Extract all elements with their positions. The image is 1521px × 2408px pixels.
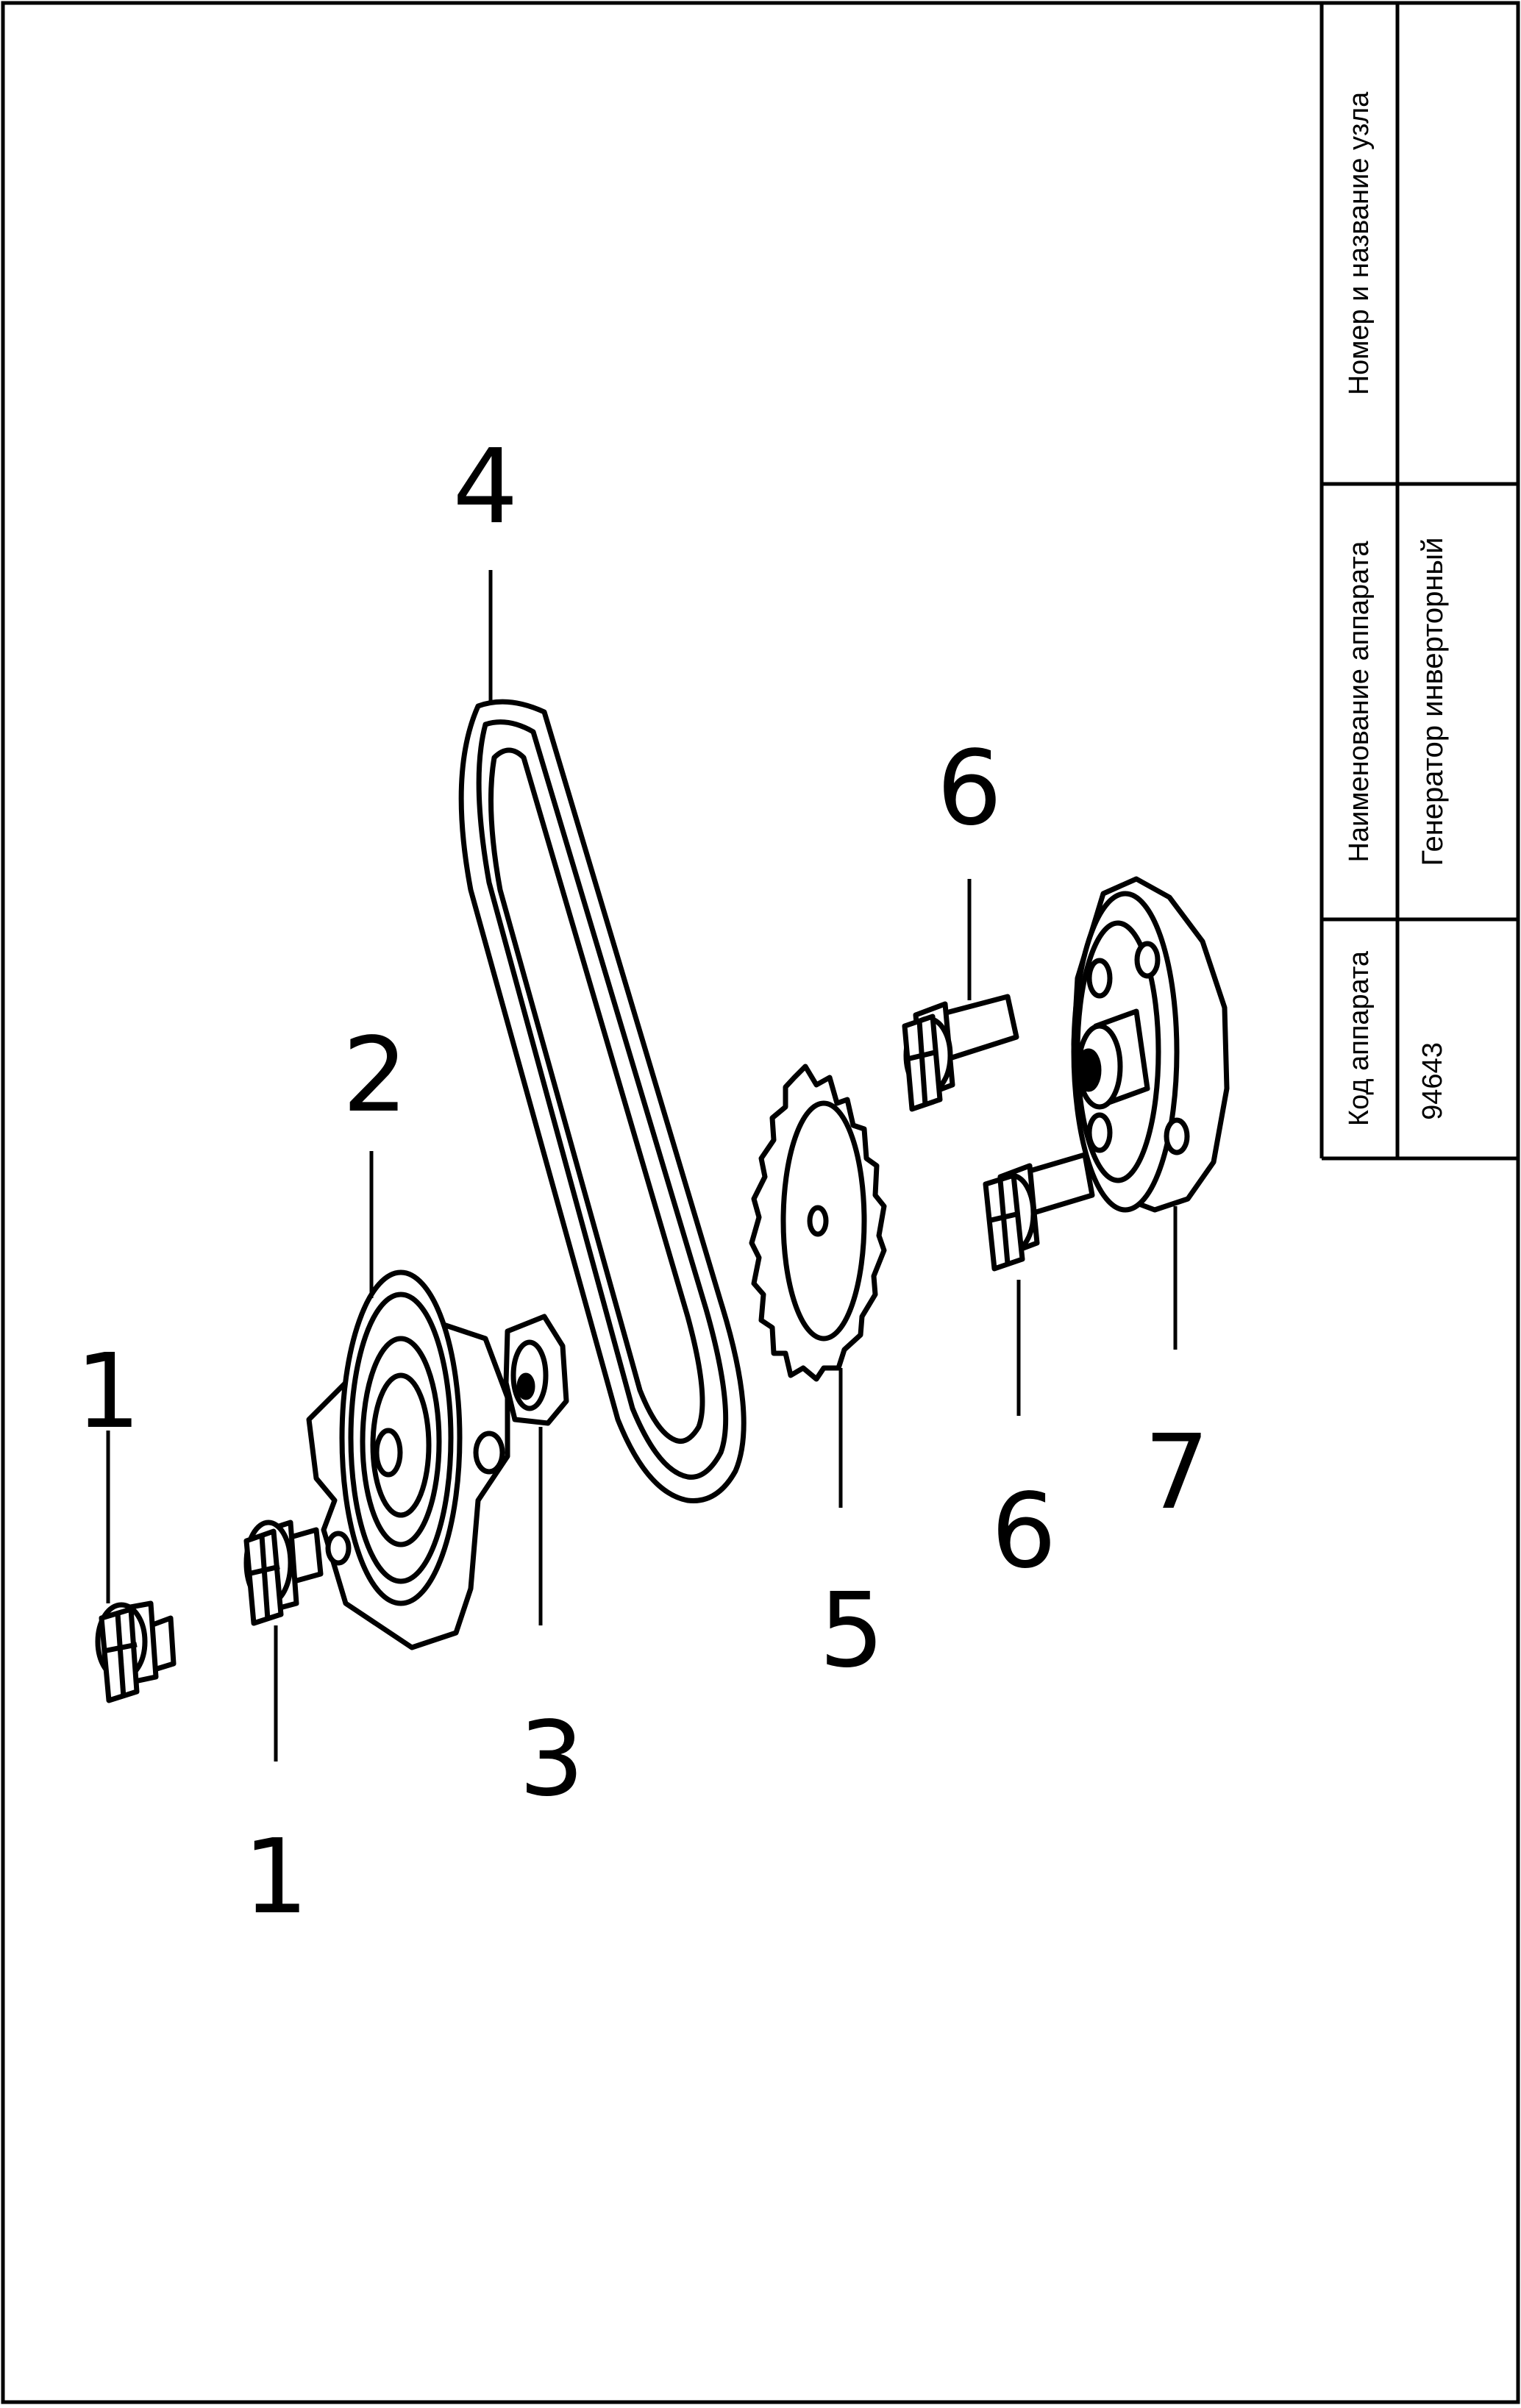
callout-1-upper: 1 (75, 1332, 140, 1452)
title-block-grid (1319, 3, 1518, 1161)
part-7-flange-pulley (1071, 876, 1230, 1213)
part-2-tensioner (306, 1269, 510, 1650)
callout-4: 4 (452, 427, 518, 547)
callout-3: 3 (519, 1700, 584, 1820)
callout-2: 2 (342, 1016, 407, 1136)
part-5-sprocket (749, 1064, 887, 1382)
value-device-code: 94643 (1417, 1042, 1448, 1120)
callout-5: 5 (819, 1571, 884, 1691)
header-device-code: Код аппарата (1344, 950, 1375, 1127)
part-1-bolt-right (243, 1520, 324, 1626)
callout-7: 7 (1144, 1413, 1209, 1533)
callout-6-upper: 6 (936, 729, 1002, 849)
callout-6-lower: 6 (991, 1472, 1056, 1592)
part-6-bolt-lower (983, 1152, 1095, 1272)
header-unit-number-name: Номер и название узла (1344, 91, 1375, 396)
part-3-nut (503, 1314, 569, 1426)
leader-lines (106, 570, 1178, 1762)
callout-1-lower: 1 (243, 1817, 308, 1937)
part-4-belt (458, 699, 747, 1503)
part-6-bolt-upper (902, 994, 1019, 1112)
value-device-name: Генератор инверторный (1417, 537, 1449, 866)
header-device-name: Наименование аппарата (1344, 541, 1375, 863)
part-1-bolt-left (95, 1600, 177, 1703)
